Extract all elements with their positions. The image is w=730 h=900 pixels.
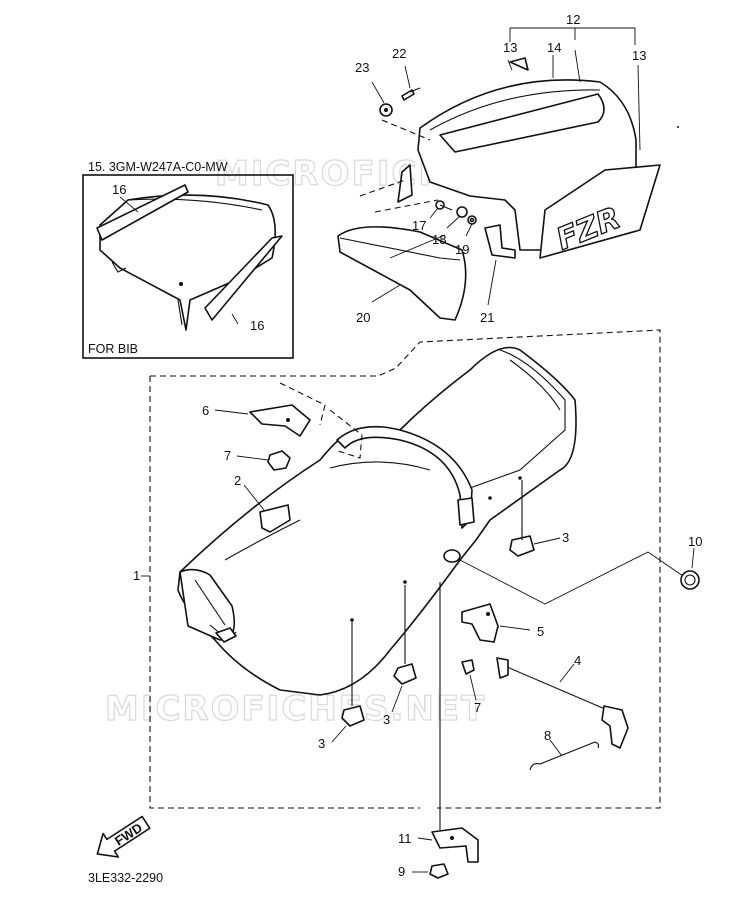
callout-3-right: 3 xyxy=(562,530,569,545)
nut-7-top xyxy=(236,450,291,471)
callout-4: 4 xyxy=(574,653,581,668)
callout-7-top: 7 xyxy=(224,448,231,463)
callout-14: 14 xyxy=(547,40,561,55)
callout-3-mid: 3 xyxy=(383,712,390,727)
callout-23: 23 xyxy=(355,60,369,75)
inset-seat-cowl-bib: 15. 3GM-W247A-C0-MW FOR BIB 16 16 xyxy=(82,160,294,359)
seat-hook-bracket xyxy=(412,582,479,879)
callout-11: 11 xyxy=(398,831,412,846)
seat-cowl-assembly: FZR xyxy=(337,27,661,321)
callout-19: 19 xyxy=(455,242,469,257)
callout-13-right: 13 xyxy=(632,48,646,63)
callout-22: 22 xyxy=(392,46,406,61)
forward-arrow: FWD xyxy=(96,815,151,858)
callout-5: 5 xyxy=(537,624,544,639)
callout-2: 2 xyxy=(234,473,241,488)
callout-13-left: 13 xyxy=(503,40,517,55)
callout-16-bottom: 16 xyxy=(250,318,264,333)
callout-3-left: 3 xyxy=(318,736,325,751)
callout-20: 20 xyxy=(356,310,370,325)
double-seat xyxy=(177,346,577,696)
callout-17: 17 xyxy=(412,218,426,233)
seat-lock-cap xyxy=(459,547,700,605)
callout-7-bottom: 7 xyxy=(474,700,481,715)
leader-2 xyxy=(243,484,265,511)
callout-18: 18 xyxy=(432,232,446,247)
seat-assembly-boundary xyxy=(149,329,661,809)
callout-9: 9 xyxy=(398,864,405,879)
stray-dot xyxy=(677,126,679,128)
watermark-bottom: MICROFICHES.NET xyxy=(105,689,486,729)
callout-10: 10 xyxy=(688,534,702,549)
seat-bracket-front xyxy=(214,382,326,437)
damper-3-right xyxy=(509,480,561,557)
seat-lock-spring xyxy=(529,739,600,771)
inset-note: FOR BIB xyxy=(88,342,138,356)
drawing-code: 3LE332-2290 xyxy=(88,871,163,885)
callout-12: 12 xyxy=(566,12,580,27)
damper-3-left xyxy=(331,622,365,743)
damper-3-mid xyxy=(391,585,417,713)
callout-1: 1 xyxy=(133,568,140,583)
seat-bracket-rear xyxy=(461,603,531,701)
callout-16-top: 16 xyxy=(112,182,126,197)
callout-6: 6 xyxy=(202,403,209,418)
seat-lock-wire xyxy=(496,657,629,749)
inset-title: 15. 3GM-W247A-C0-MW xyxy=(88,160,228,174)
callout-21: 21 xyxy=(480,310,494,325)
callout-8: 8 xyxy=(544,728,551,743)
